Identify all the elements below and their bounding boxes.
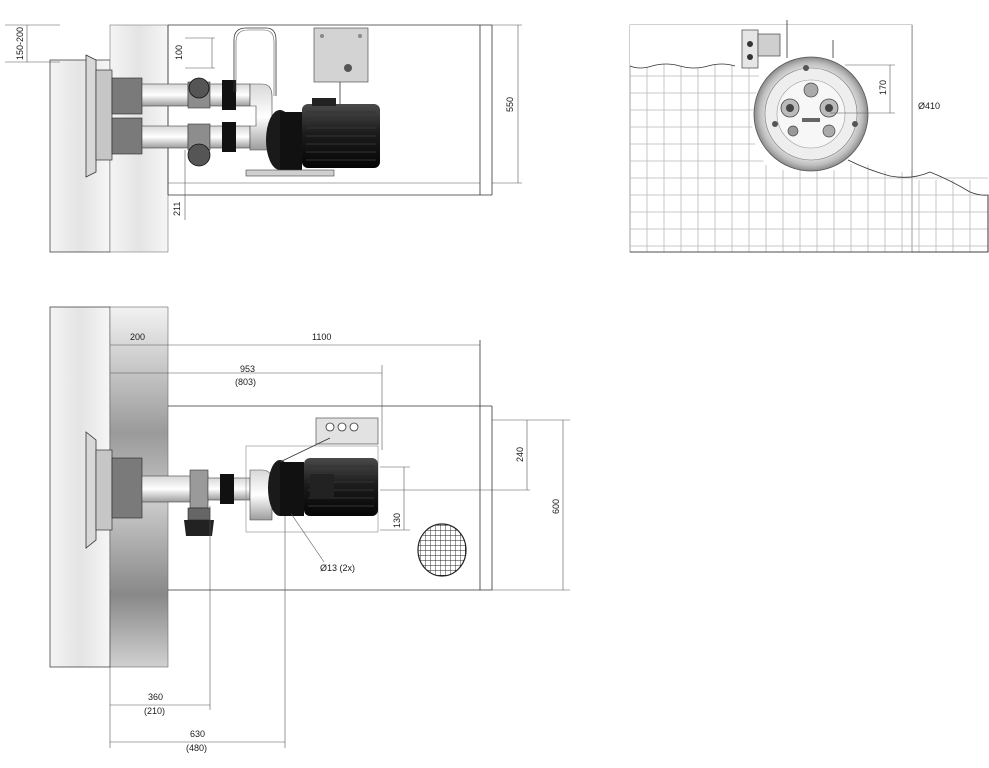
nozzle-disc bbox=[753, 56, 869, 172]
pump-motor-top bbox=[245, 445, 379, 533]
dim-240: 240 bbox=[515, 447, 525, 462]
wall-bracket-front bbox=[741, 20, 834, 69]
valve-top bbox=[184, 520, 214, 536]
dim-200: 200 bbox=[130, 332, 145, 342]
valve-top-side bbox=[188, 77, 210, 99]
dim-953: 953 bbox=[240, 364, 255, 374]
dim-803: (803) bbox=[235, 377, 256, 387]
flange-assembly-side bbox=[85, 54, 143, 178]
vent-grate bbox=[417, 523, 467, 577]
dim-550: 550 bbox=[505, 97, 515, 112]
dim-100: 100 bbox=[174, 45, 184, 60]
dim-410: Ø410 bbox=[918, 101, 940, 111]
dim-630: 630 bbox=[190, 729, 205, 739]
control-box-top bbox=[279, 417, 379, 463]
front-view: 170 Ø410 bbox=[629, 20, 989, 253]
pipes-top bbox=[141, 469, 273, 536]
top-view: 200 1100 953 (803) 240 600 130 bbox=[49, 306, 570, 753]
side-view: 150-200 100 550 211 bbox=[5, 24, 522, 253]
dim-211: 211 bbox=[172, 202, 182, 216]
dim-13-2x: Ø13 (2x) bbox=[320, 563, 355, 573]
flange-assembly-top bbox=[85, 431, 143, 549]
control-box-side bbox=[233, 27, 369, 104]
dim-170: 170 bbox=[878, 80, 888, 95]
dim-480: (480) bbox=[186, 743, 207, 753]
wall-section-curve bbox=[847, 159, 989, 253]
dim-600: 600 bbox=[551, 499, 561, 514]
pipes-side bbox=[141, 77, 273, 167]
pump-motor-side bbox=[245, 98, 380, 177]
valve-bottom-side bbox=[187, 143, 211, 167]
dim-210: (210) bbox=[144, 706, 165, 716]
dim-130: 130 bbox=[392, 513, 402, 528]
dim-1100: 1100 bbox=[312, 332, 331, 342]
dim-360: 360 bbox=[148, 692, 163, 702]
dim-150-200: 150-200 bbox=[15, 27, 25, 60]
